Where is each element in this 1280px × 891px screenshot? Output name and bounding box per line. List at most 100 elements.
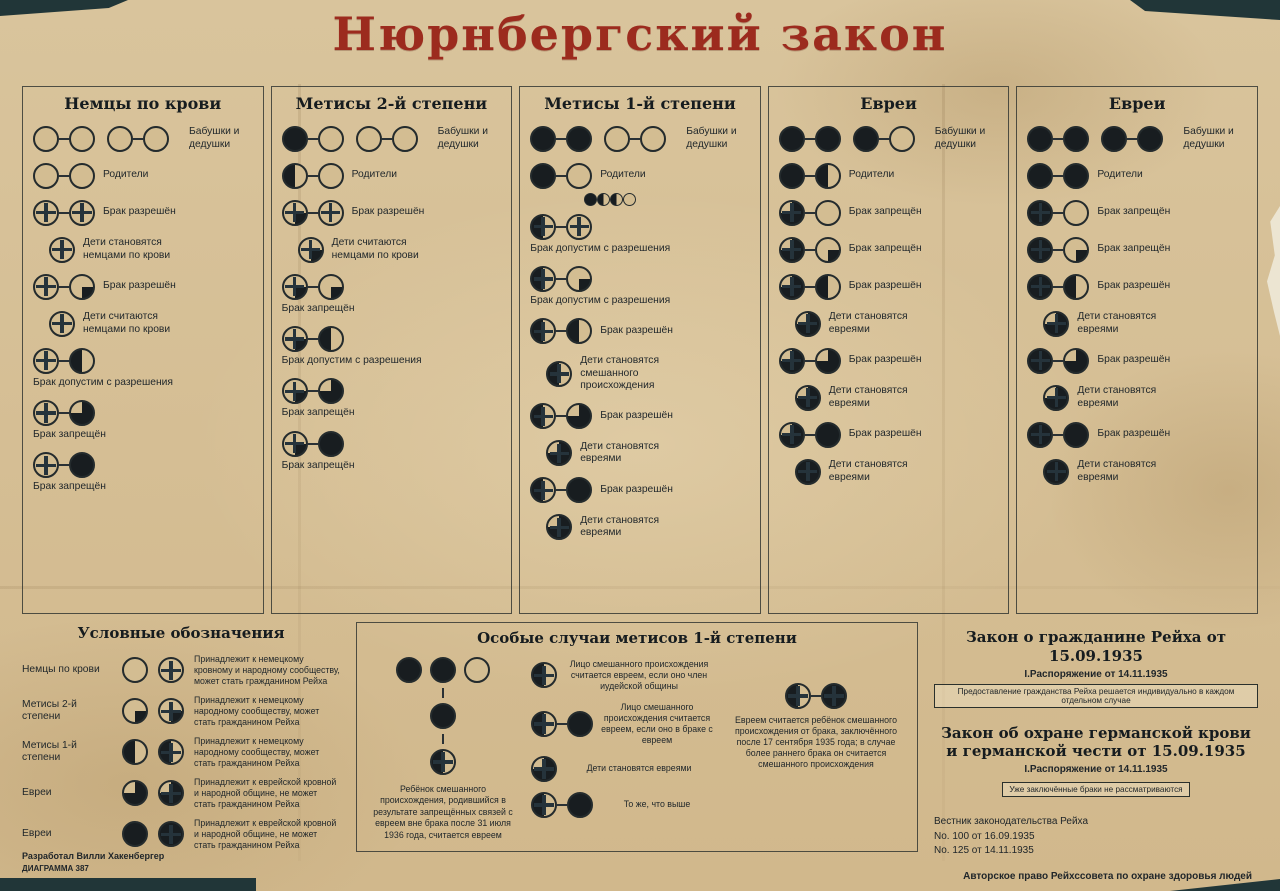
symbol-white [464, 657, 490, 683]
pair-row: Брак разрешён [282, 200, 502, 226]
row-symbols [546, 440, 572, 466]
pair-connector [1053, 138, 1063, 140]
symbol-black [779, 163, 805, 189]
row-symbols [530, 163, 592, 189]
pair-row: Брак разрешён [530, 477, 750, 503]
pair-connector [556, 278, 566, 280]
row-symbols [33, 163, 95, 189]
row-label: Дети считаются немцами по крови [332, 237, 450, 262]
symbol-q3-cross [546, 440, 572, 466]
law2-title: Закон об охране германской крови и герма… [934, 724, 1258, 762]
symbol-white [623, 193, 636, 206]
symbol-black-cross [1027, 200, 1053, 226]
law1-subtitle: I.Распоряжение от 14.11.1935 [934, 669, 1258, 680]
symbol-white [566, 163, 592, 189]
symbol-q3-cross [531, 756, 557, 782]
pair-connector [1053, 360, 1063, 362]
row-symbols [530, 214, 592, 240]
child-row: Дети становятся евреями [530, 440, 750, 466]
special-cases-right: Евреем считается ребёнок смешанного прои… [727, 657, 905, 845]
legend-item-name: Евреи [22, 787, 112, 799]
symbol-half [610, 193, 623, 206]
symbol-half-cross [546, 361, 572, 387]
symbol-black [318, 431, 344, 457]
grandparent-pair [779, 126, 841, 152]
row-label: Дети становятся евреями [1077, 459, 1195, 484]
grandparents-row: Бабушки и дедушки [530, 126, 750, 152]
symbol-q3-cross [795, 311, 821, 337]
symbol-q1 [69, 274, 95, 300]
background-corner [0, 878, 256, 891]
laws-section: Закон о гражданине Рейха от 15.09.1935 I… [934, 622, 1258, 852]
grandparent-pair [1027, 126, 1089, 152]
row-symbols [282, 126, 430, 152]
grandparent-pair [356, 126, 418, 152]
child-row: Дети становятся евреями [1027, 311, 1247, 337]
symbol-black [1027, 126, 1053, 152]
row-label: Брак допустим с разрешения [282, 355, 422, 367]
symbol-black [122, 821, 148, 847]
pair-row: Брак разрешён [1027, 274, 1247, 300]
symbol-q1 [318, 274, 344, 300]
row-symbols [779, 422, 841, 448]
row-label: Дети становятся евреями [829, 311, 947, 336]
row-symbols [779, 126, 927, 152]
symbol-white [356, 126, 382, 152]
pair-row: Брак запрещён [282, 378, 502, 419]
row-label: Дети становятся евреями [829, 385, 947, 410]
symbol-black [430, 657, 456, 683]
child-row: Дети становятся евреями [1027, 459, 1247, 485]
symbol-white-cross [566, 214, 592, 240]
pair-connector [308, 212, 318, 214]
gazette-reference: Вестник законодательства Рейха No. 100 о… [934, 815, 1258, 859]
row-label: Брак разрешён [600, 484, 673, 496]
grandparent-pair [33, 126, 95, 152]
symbol-white-cross-red [69, 200, 95, 226]
row-label: Бабушки и дедушки [438, 126, 502, 151]
symbol-white-cross-red [33, 400, 59, 426]
row-symbols [1027, 200, 1089, 226]
pair-row: Брак запрещён [282, 274, 502, 315]
row-label: Родители [1097, 169, 1142, 181]
row-label: Брак запрещён [849, 243, 922, 255]
symbol-black [1063, 163, 1089, 189]
row-symbols [530, 126, 678, 152]
row-label: Бабушки и дедушки [1183, 126, 1247, 151]
row-symbols [530, 318, 592, 344]
special-cases-middle: Лицо смешанного происхождения считается … [531, 657, 713, 845]
row-label: Брак разрешён [103, 206, 176, 218]
symbol-half-cross [531, 792, 557, 818]
legend-items: Немцы по кровиПринадлежит к немецкому кр… [22, 654, 340, 851]
symbol-q3 [122, 780, 148, 806]
symbol-half [282, 163, 308, 189]
row-symbols [1043, 459, 1069, 485]
row-symbols [282, 326, 344, 352]
row-label: Бабушки и дедушки [189, 126, 253, 151]
legend-item: Немцы по кровиПринадлежит к немецкому кр… [22, 654, 340, 687]
symbol-black [1063, 422, 1089, 448]
symbol-q1-cross [282, 378, 308, 404]
symbol-black [396, 657, 422, 683]
pair-connector [59, 175, 69, 177]
row-label: Бабушки и дедушки [686, 126, 750, 151]
footer-author-block: Разработал Вилли Хакенбергер ДИАГРАММА 3… [22, 850, 164, 876]
row-label: Дети становятся евреями [1077, 385, 1195, 410]
symbol-q3-cross [158, 780, 184, 806]
legend-item: Метисы 1-й степениПринадлежит к немецком… [22, 736, 340, 769]
tree-connector [442, 734, 444, 744]
child-row: Дети становятся евреями [1027, 385, 1247, 411]
child-row: Дети считаются немцами по крови [282, 237, 502, 263]
parents-row: Родители [779, 163, 999, 189]
pair-connector [308, 390, 318, 392]
row-symbols [1027, 422, 1089, 448]
symbol-white [1063, 200, 1089, 226]
legend-item-description: Принадлежит к еврейской кровной и народн… [194, 777, 340, 810]
panel-2: Метисы 2-й степениБабушки и дедушкиРодит… [271, 86, 513, 614]
pair-connector [557, 723, 567, 725]
row-symbols [795, 459, 821, 485]
gazette-number: No. 125 от 14.11.1935 [934, 844, 1258, 859]
panel-title: Метисы 1-й степени [530, 95, 750, 113]
legend-section: Условные обозначения Немцы по кровиПрина… [22, 622, 340, 852]
author-credit: Разработал Вилли Хакенбергер [22, 850, 164, 864]
row-symbols [33, 348, 95, 374]
